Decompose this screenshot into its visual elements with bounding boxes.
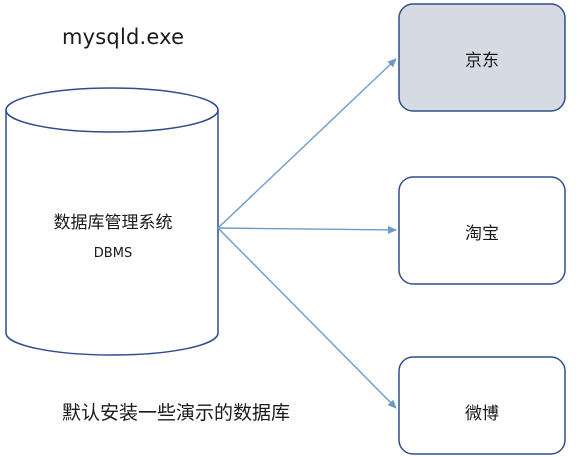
arrow-to-tb (217, 225, 397, 234)
dbms-cylinder (5, 87, 219, 356)
database-name-jd: 京东 (465, 51, 499, 71)
dbms-label: 数据库管理系统 (53, 213, 173, 233)
caption-text: 默认安装一些演示的数据库 (62, 402, 291, 424)
cylinder-top (5, 87, 219, 133)
process-title: mysqld.exe (62, 25, 185, 49)
database-box-jd[interactable] (398, 3, 566, 112)
arrow-to-jd (217, 58, 397, 229)
database-box-wb[interactable] (398, 356, 566, 455)
connection-arrows (217, 58, 397, 409)
database-box-tb[interactable] (398, 176, 566, 285)
cylinder-body (5, 110, 219, 356)
database-name-wb: 微博 (465, 404, 499, 424)
dbms-sublabel: DBMS (93, 246, 133, 261)
database-name-tb: 淘宝 (465, 224, 499, 244)
arrow-to-wb (217, 227, 397, 409)
